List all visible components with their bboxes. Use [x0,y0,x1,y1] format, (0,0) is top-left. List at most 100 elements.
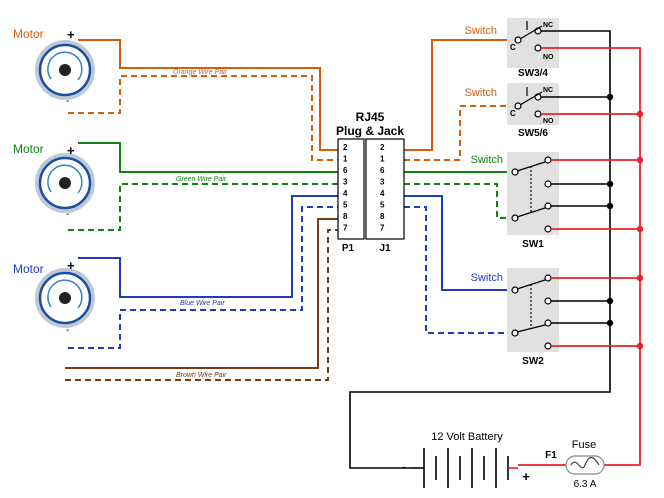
orange-pair-label: Orange Wire Pair [173,69,228,76]
sw1-terminal-b [544,180,552,188]
motor-1-label: Motor [13,27,44,41]
positive-bus-trunk [541,47,641,466]
rj45-plug [337,138,365,240]
plug-pin-1: 1 [343,155,348,164]
jack-pin-5: 5 [380,201,385,210]
jack-pin-3: 3 [380,178,385,187]
junction-red-5 [636,342,644,350]
plug-pin-5: 5 [343,201,348,210]
brown-wire-dashed [65,229,340,381]
green-wire-dashed-right [404,183,512,219]
connector-subtitle: Plug & Jack [336,124,404,138]
brown-wire-solid [65,218,340,369]
motor-2-minus: - [66,209,69,220]
sw56-name: Switch [465,87,497,99]
sw1-contacts [511,156,552,233]
jack-pin-0: 2 [380,143,385,152]
junction-black-2 [606,180,614,188]
plug-pin-7: 7 [343,224,348,233]
connector-title: RJ45 [356,110,385,124]
motor-1-rotation-arrow [47,51,83,81]
green-wire-pair [68,142,512,231]
orange-wire-dashed-right [404,105,515,161]
blue-wire-pair [68,195,512,349]
sw2-lever-2 [516,324,546,333]
sw34-no-label: NO [543,54,554,61]
rj45-jack [365,138,405,240]
sw2-terminal-c [544,319,552,327]
junction-black-1 [606,93,614,101]
sw56-no-label: NO [543,118,554,125]
motor-3-rotation-arrow [47,279,83,309]
jack-pin-2: 6 [380,166,385,175]
sw1-terminal-c [544,202,552,210]
sw34-no-terminal [534,44,542,52]
sw34-nc-label: NC [543,22,553,29]
junction-black-3 [606,202,614,210]
motor-1-plus: + [67,27,75,42]
sw56-no-terminal [534,110,542,118]
green-wire-dashed [68,183,340,231]
fuse-symbol [565,455,605,475]
motor-2-label: Motor [13,142,44,156]
sw2-terminal-d [544,342,552,350]
fuse-rating: 6.3 A [574,479,597,490]
sw56-lever [519,91,543,106]
positive-bus [518,47,641,466]
sw2-terminal-a [544,274,552,282]
orange-wire-solid-right [404,39,515,151]
sw34-label: SW3/4 [518,68,548,79]
sw2-terminal-b [544,297,552,305]
sw34-lever [519,25,543,40]
plug-pin-3: 3 [343,178,348,187]
motor-3-label: Motor [13,262,44,276]
sw1-common-2 [511,214,519,222]
sw1-terminal-d [544,225,552,233]
junction-black-5 [606,319,614,327]
blue-wire-solid [78,195,340,298]
sw2-name: Switch [471,272,503,284]
brown-wire-pair [65,218,340,381]
motor-3 [35,268,95,328]
blue-wire-dashed [68,206,340,349]
sw56-label: SW5/6 [518,128,548,139]
negative-bus-trunk [349,30,611,469]
battery-symbol [412,448,518,488]
motor-2-rotation-arrow [47,164,83,194]
junction-red-3 [636,225,644,233]
motor-1-minus: - [66,96,69,107]
fuse-ref: F1 [545,450,557,461]
green-wire-solid [78,142,340,173]
battery-plus-sign: + [522,469,530,484]
blue-wire-dashed-right [404,206,512,334]
motor-3-plus: + [67,258,75,273]
orange-wire-dashed [68,75,340,161]
sw1-box [507,152,559,235]
sw56-common-terminal [514,102,522,110]
motor-2-plus: + [67,143,75,158]
blue-pair-label: Blue Wire Pair [180,300,225,307]
motor-3-shaft [59,292,71,304]
jack-pin-1: 1 [380,155,385,164]
motor-2-shaft [59,177,71,189]
sw1-terminal-a [544,156,552,164]
positive-junctions [636,110,644,350]
sw56-contacts [514,87,543,118]
sw56-nc-label: NC [543,87,553,94]
plug-pin-4: 4 [343,189,348,198]
plug-pin-2: 6 [343,166,348,175]
plug-label: P1 [342,243,355,254]
motor-1 [35,40,95,100]
battery-minus-sign: - [402,459,406,474]
motor-1-shaft [59,64,71,76]
sw2-box [507,268,559,352]
brown-pair-label: Brown Wire Pair [176,372,227,379]
sw34-box [507,18,559,68]
motor-3-minus: - [66,325,69,336]
negative-bus [349,30,611,469]
plug-pin-6: 8 [343,212,348,221]
sw2-common-1 [511,286,519,294]
